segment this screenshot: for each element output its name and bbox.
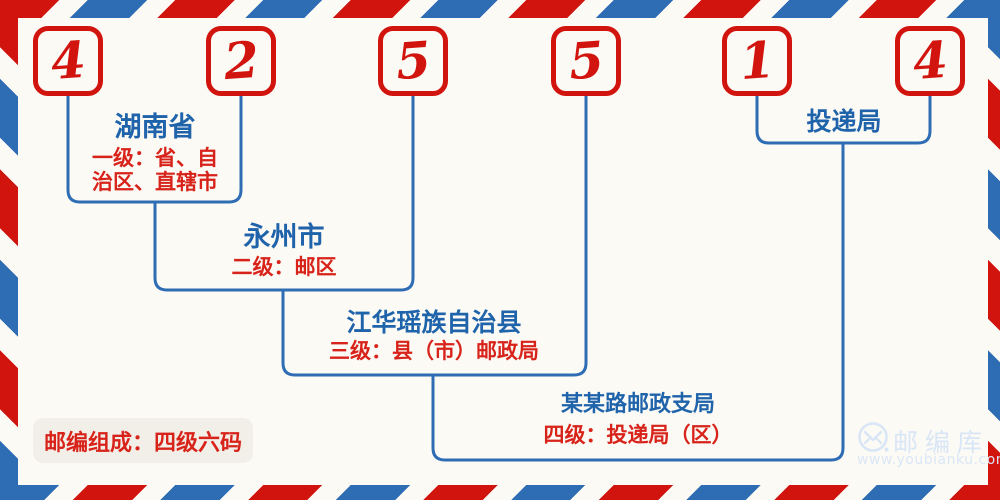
digit-box-3: 5 (378, 26, 448, 96)
level2-desc: 二级：邮区 (231, 255, 337, 279)
level1-name: 湖南省 (114, 112, 196, 143)
digit-5: 1 (737, 29, 777, 92)
digit-3: 5 (393, 29, 433, 92)
digit-box-5: 1 (722, 26, 792, 96)
level4-name: 某某路邮政支局 (560, 391, 716, 417)
level4-desc: 四级：投递局（区） (543, 423, 733, 447)
level5-name: 投递局 (806, 107, 882, 136)
connector-level5-bracket (755, 96, 932, 145)
composition-text: 邮编组成：四级六码 (43, 430, 242, 456)
envelope-logo-icon (858, 422, 889, 452)
digit-box-1: 4 (33, 26, 103, 96)
digit-box-2: 2 (206, 26, 276, 96)
digit-box-6: 4 (895, 26, 965, 96)
digit-2: 2 (221, 29, 261, 92)
watermark-brand: 邮编库 (893, 428, 990, 457)
level3-name: 江华瑶族自治县 (346, 308, 522, 337)
level1-desc-line1: 一级：省、自 (92, 146, 218, 170)
level2-name: 永州市 (243, 222, 325, 253)
composition-badge: 邮编组成：四级六码 (33, 418, 253, 463)
digit-6: 4 (910, 29, 950, 92)
digit-1: 4 (48, 29, 88, 92)
watermark-url: www.youbianku.com (857, 452, 1000, 468)
level3-desc: 三级：县（市）邮政局 (329, 339, 539, 363)
digit-box-4: 5 (551, 26, 621, 96)
digit-4: 5 (566, 29, 606, 92)
level1-desc-line2: 治区、直辖市 (92, 170, 218, 194)
connector-level4-bracket (431, 143, 845, 462)
